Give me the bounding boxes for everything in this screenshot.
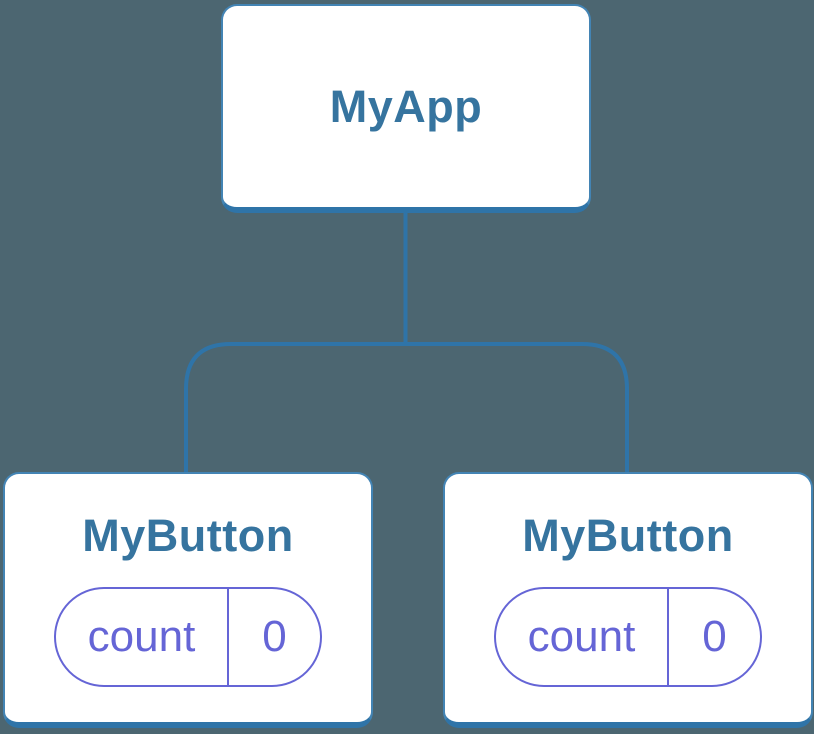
- state-pill-2: count 0: [494, 587, 762, 687]
- state-pill-1: count 0: [54, 587, 322, 687]
- node-mybutton-1-label: MyButton: [82, 510, 294, 561]
- node-myapp-label: MyApp: [329, 80, 483, 132]
- node-mybutton-2-label: MyButton: [522, 510, 734, 561]
- node-mybutton-1: MyButton count 0: [3, 472, 373, 728]
- state-value-2: 0: [702, 612, 727, 661]
- node-mybutton-2: MyButton count 0: [443, 472, 813, 728]
- connector-branch-line: [184, 342, 629, 474]
- state-name-1: count: [56, 589, 229, 685]
- state-name-2: count: [496, 589, 669, 685]
- node-myapp: MyApp: [221, 4, 591, 213]
- state-value-1: 0: [262, 612, 287, 661]
